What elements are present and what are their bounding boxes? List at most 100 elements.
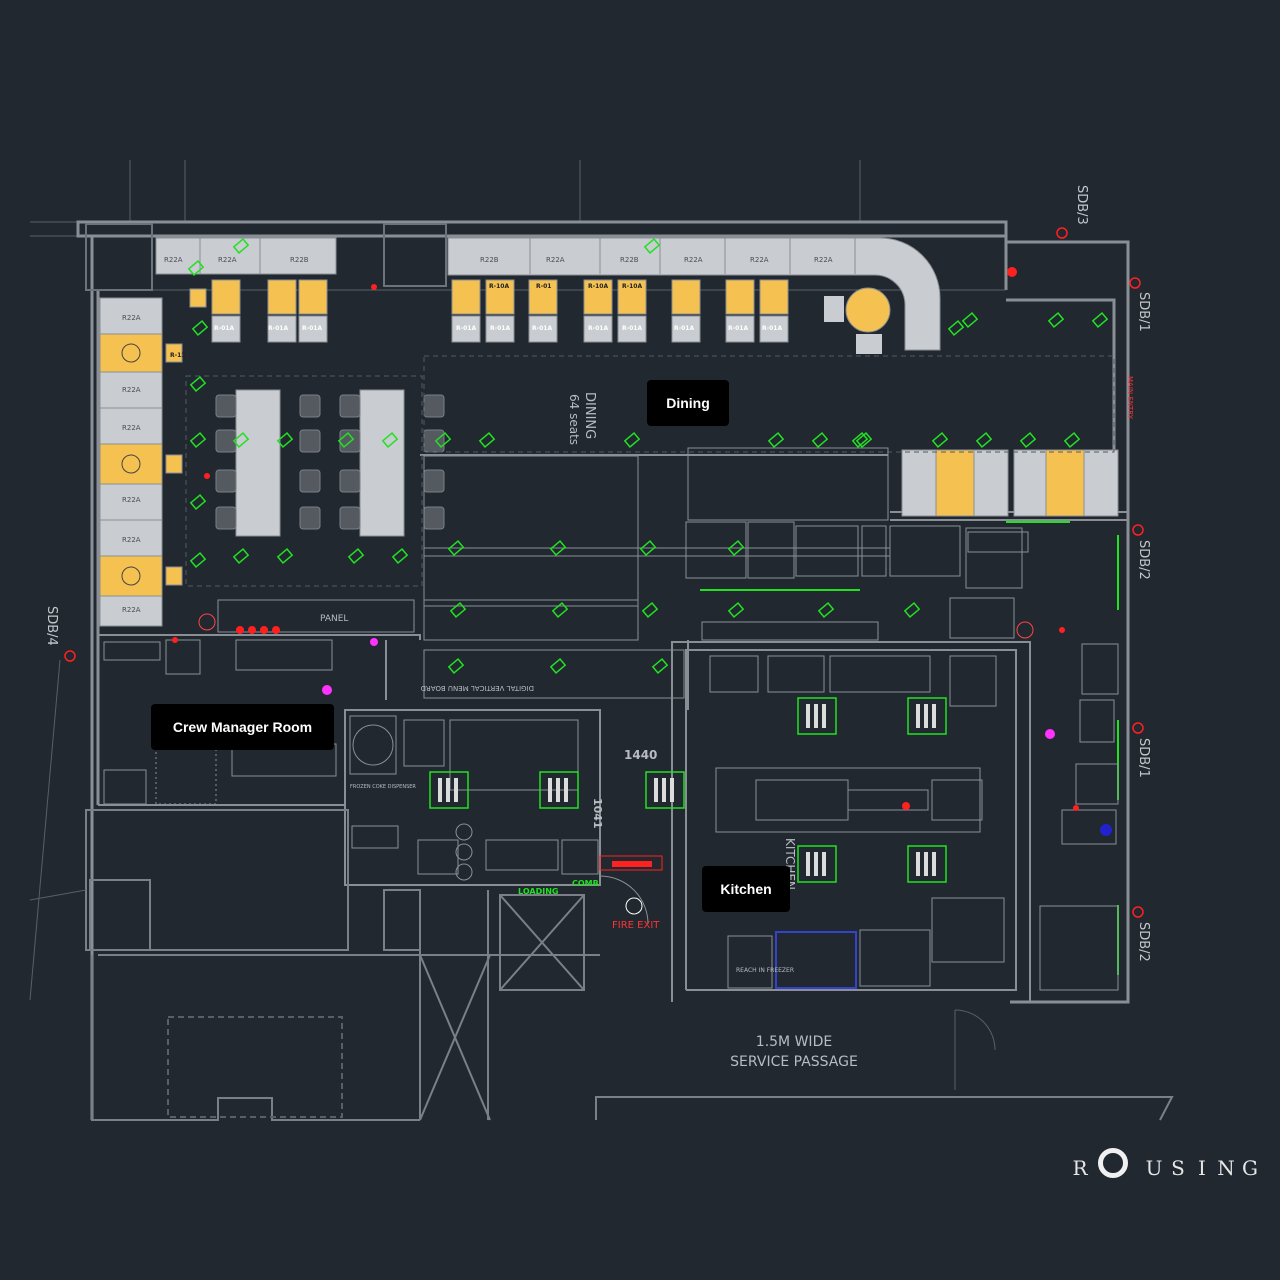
- stool-14: [423, 469, 445, 493]
- fryer-unit-0: [797, 697, 837, 735]
- logo-letter-r: R: [1072, 1156, 1088, 1180]
- sprinkler-marker-9: [478, 432, 496, 448]
- fryer-basket-3-0: [548, 778, 552, 802]
- service-passage-label-2: SERVICE PASSAGE: [730, 1054, 858, 1070]
- sprinkler-marker-13: [855, 432, 873, 448]
- code-r10a-3: R-10A: [622, 283, 642, 290]
- stool-12: [423, 394, 445, 418]
- side-table-0: [189, 288, 207, 308]
- fryer-basket-4-0: [654, 778, 658, 802]
- sprinkler-marker-24: [639, 540, 657, 556]
- code-r22a-3: R22A: [546, 256, 565, 264]
- sprinkler-marker-25: [727, 540, 745, 556]
- dimension-1440: 1440: [624, 748, 657, 762]
- table-top-9: [725, 279, 755, 315]
- code-r10a-1: R-10A: [489, 283, 509, 290]
- side-table-3: [165, 566, 183, 586]
- logo-letter-n: N: [1217, 1156, 1235, 1180]
- logo-letter-i: I: [1198, 1156, 1206, 1180]
- sprinkler-markers: [187, 238, 1109, 674]
- chair-top-4: [485, 315, 515, 343]
- sprinkler-marker-36: [191, 320, 209, 336]
- main-entry-label: MAIN ENTRY: [1126, 376, 1134, 420]
- sprinkler-marker-7: [391, 548, 409, 564]
- code-r01a-7: R-01A: [588, 325, 608, 332]
- fryer-basket-1-0: [916, 704, 920, 728]
- chair-top-9: [725, 315, 755, 343]
- fryer-unit-4: [645, 771, 685, 809]
- round-table: [824, 287, 891, 354]
- communal-stools: [215, 394, 445, 530]
- code-r01a-2: R-01A: [268, 325, 288, 332]
- fryer-basket-6-0: [916, 852, 920, 876]
- sprinkler-marker-4: [232, 548, 250, 564]
- table-top-3: [451, 279, 481, 315]
- sprinkler-marker-3: [381, 432, 399, 448]
- dining-seats-label: DINING: [582, 392, 597, 439]
- stool-2: [215, 469, 237, 493]
- alarm-markers: [172, 267, 1079, 811]
- left-booths: [99, 297, 163, 627]
- logo-ring-icon: [1098, 1148, 1128, 1178]
- table-top-2: [298, 279, 328, 315]
- chair-top-3: [451, 315, 481, 343]
- fire-exit-door: [599, 855, 663, 925]
- sprinkler-marker-22: [447, 540, 465, 556]
- logo-letter-g: G: [1242, 1156, 1258, 1180]
- sprinkler-marker-27: [551, 602, 569, 618]
- table-top-7: [617, 279, 647, 315]
- fryer-basket-5-1: [814, 852, 818, 876]
- code-r01a-1: R-01A: [214, 325, 234, 332]
- menu-board-label: DIGITAL VERTICAL MENU BOARD: [421, 684, 534, 692]
- fryer-basket-2-1: [446, 778, 450, 802]
- side-table-2: [165, 454, 183, 474]
- code-r22b-1: R22B: [290, 256, 309, 264]
- code-r22a-left-5: R22A: [122, 536, 141, 544]
- fryer-basket-3-1: [556, 778, 560, 802]
- sdb-label-4: SDB/4: [44, 606, 59, 646]
- sprinkler-marker-20: [961, 312, 979, 328]
- stool-13: [423, 429, 445, 453]
- sprinkler-marker-17: [1063, 432, 1081, 448]
- sdb-label-1-top: SDB/1: [1136, 292, 1151, 332]
- code-r22a-1: R22A: [164, 256, 183, 264]
- stool-3: [215, 506, 237, 530]
- logo-letter-s: S: [1171, 1156, 1185, 1180]
- fryer-basket-2-0: [438, 778, 442, 802]
- partitions: [98, 454, 1128, 1002]
- table-top-5: [528, 279, 558, 315]
- table-top-8: [671, 279, 701, 315]
- logo-letter-u: U: [1145, 1156, 1163, 1180]
- sdb-label-2-low: SDB/2: [1136, 922, 1151, 962]
- chair-top-1: [267, 315, 297, 343]
- code-r22a-left-2: R22A: [122, 386, 141, 394]
- top-bench: [155, 237, 941, 351]
- room-tag-dining: Dining: [647, 380, 729, 426]
- fryer-basket-1-2: [932, 704, 936, 728]
- sprinkler-marker-12: [811, 432, 829, 448]
- chair-top-8: [671, 315, 701, 343]
- code-r22a-left-1: R22A: [122, 314, 141, 322]
- sprinkler-marker-8: [434, 432, 452, 448]
- dining-seats-count: 64 seats: [567, 394, 581, 445]
- stool-7: [299, 506, 321, 530]
- code-r22a-4: R22A: [684, 256, 703, 264]
- table-top-4: [485, 279, 515, 315]
- sprinkler-marker-0: [232, 432, 250, 448]
- fryer-basket-0-1: [814, 704, 818, 728]
- sprinkler-marker-10: [623, 432, 641, 448]
- dining-tables: [165, 279, 789, 586]
- sprinkler-marker-39: [189, 494, 207, 510]
- sprinkler-marker-18: [1047, 312, 1065, 328]
- fryer-basket-2-2: [454, 778, 458, 802]
- sprinkler-marker-19: [1091, 312, 1109, 328]
- code-r22b-2: R22B: [480, 256, 499, 264]
- side-table-1: [165, 343, 183, 363]
- fryer-basket-6-1: [924, 852, 928, 876]
- fryer-unit-2: [429, 771, 469, 809]
- loading-label: LOADING: [518, 887, 558, 896]
- sprinkler-marker-40: [189, 552, 207, 568]
- sprinkler-marker-34: [651, 658, 669, 674]
- fryer-basket-4-1: [662, 778, 666, 802]
